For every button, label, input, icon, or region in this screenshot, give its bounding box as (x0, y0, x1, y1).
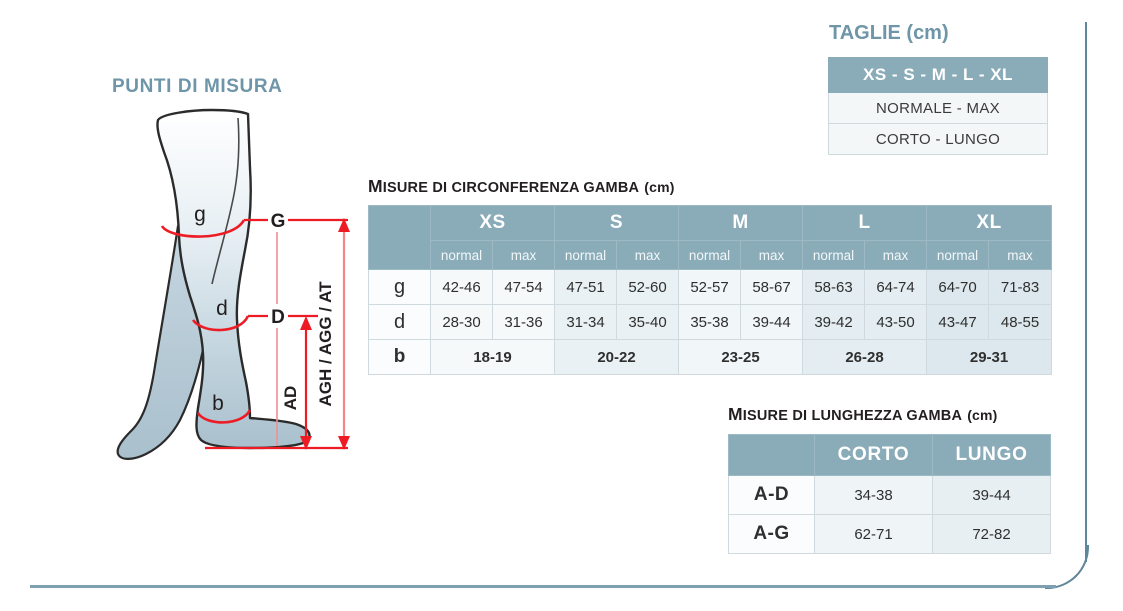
label-D: D (271, 307, 285, 328)
lunghezza-heading-unit: (cm) (967, 407, 998, 423)
circ-size-s: S (554, 205, 680, 241)
dimension-lines (205, 218, 348, 450)
label-AD: AD (281, 386, 300, 411)
taglie-title: TAGLIE (cm) (829, 22, 949, 44)
circonferenza-table: XS S M L XL normal max normal max normal… (368, 205, 1053, 375)
punti-di-misura-title: PUNTI DI MISURA (112, 76, 283, 97)
circ-size-l: L (802, 205, 928, 241)
circ-g-l-max: 64-74 (864, 269, 928, 305)
lung-row-label-ag: A-G (728, 514, 815, 554)
lunghezza-heading-cap: M (728, 404, 743, 424)
circ-d-xs-normal: 28-30 (430, 304, 493, 340)
circ-g-xl-max: 71-83 (988, 269, 1053, 305)
circ-g-xl-normal: 64-70 (926, 269, 990, 305)
circ-subheader-row: normal max normal max normal max normal … (369, 240, 1053, 270)
circ-d-xl-max: 48-55 (988, 304, 1053, 340)
lung-col-lungo: LUNGO (932, 434, 1051, 476)
circ-d-s-normal: 31-34 (554, 304, 618, 340)
circ-corner-cell (368, 205, 431, 270)
circ-sub-xl-max: max (988, 240, 1053, 270)
circ-sub-l-normal: normal (802, 240, 866, 270)
label-d: d (216, 297, 228, 320)
circ-sub-xs-normal: normal (430, 240, 493, 270)
circumference-d (191, 315, 250, 332)
circ-size-xl: XL (926, 205, 1053, 241)
circ-g-xs-normal: 42-46 (430, 269, 493, 305)
table-row: A-G 62-71 72-82 (728, 514, 1051, 554)
table-row: d 28-30 31-36 31-34 35-40 35-38 39-44 39… (368, 304, 1053, 340)
table-row: b 18-19 20-22 23-25 26-28 29-31 (368, 339, 1053, 375)
label-G: G (271, 211, 286, 232)
lung-row-label-ad: A-D (728, 475, 815, 515)
circ-sub-xl-normal: normal (926, 240, 990, 270)
circ-sub-m-max: max (740, 240, 804, 270)
lung-ad-lungo: 39-44 (932, 475, 1051, 515)
circonferenza-heading-unit: (cm) (644, 179, 675, 195)
decorative-bottom-rule (30, 585, 1056, 588)
circ-sub-m-normal: normal (678, 240, 742, 270)
circ-g-xs-max: 47-54 (491, 269, 556, 305)
lunghezza-heading: MISURE DI LUNGHEZZA GAMBA (cm) (728, 404, 998, 425)
circ-sub-s-normal: normal (554, 240, 618, 270)
decorative-corner-rule (1045, 545, 1089, 589)
circ-b-xl: 29-31 (926, 339, 1053, 375)
taglie-table: XS - S - M - L - XL NORMALE - MAX CORTO … (828, 57, 1048, 155)
lunghezza-heading-text: ISURE DI LUNGHEZZA GAMBA (742, 408, 963, 424)
circ-row-label-d: d (368, 304, 431, 340)
circ-sub-xs-max: max (491, 240, 556, 270)
label-g: g (194, 203, 206, 226)
circ-g-s-normal: 47-51 (554, 269, 618, 305)
circ-size-xs: XS (429, 205, 556, 241)
lung-ag-lungo: 72-82 (932, 514, 1051, 554)
circ-row-label-b: b (368, 339, 431, 375)
taglie-header-row: XS - S - M - L - XL (828, 57, 1048, 93)
table-row: g 42-46 47-54 47-51 52-60 52-57 58-67 58… (368, 269, 1053, 305)
taglie-normale-max-cell: NORMALE - MAX (828, 92, 1048, 124)
dimension-AGH (338, 218, 350, 450)
circ-d-m-normal: 35-38 (678, 304, 742, 340)
circonferenza-heading-cap: M (368, 176, 383, 196)
circumference-b (196, 409, 252, 424)
circumference-g (160, 219, 246, 238)
taglie-row-normale: NORMALE - MAX (828, 92, 1048, 124)
leg-measurement-diagram: g d b (100, 108, 350, 488)
circ-d-m-max: 39-44 (740, 304, 804, 340)
circ-b-xs: 18-19 (429, 339, 556, 375)
lung-header-row: CORTO LUNGO (728, 434, 1051, 476)
dimension-AD (300, 316, 312, 450)
circ-b-l: 26-28 (802, 339, 928, 375)
circ-row-label-g: g (368, 269, 431, 305)
decorative-right-rule (1085, 22, 1087, 562)
taglie-corto-lungo-cell: CORTO - LUNGO (828, 123, 1048, 155)
circ-d-l-max: 43-50 (864, 304, 928, 340)
circ-d-xs-max: 31-36 (491, 304, 556, 340)
circ-d-l-normal: 39-42 (802, 304, 866, 340)
lung-ag-corto: 62-71 (814, 514, 933, 554)
label-b: b (212, 392, 224, 415)
circonferenza-heading-text: ISURE DI CIRCONFERENZA GAMBA (382, 180, 640, 196)
table-row: A-D 34-38 39-44 (728, 475, 1051, 515)
lung-ad-corto: 34-38 (814, 475, 933, 515)
circ-g-m-normal: 52-57 (678, 269, 742, 305)
circ-b-s: 20-22 (554, 339, 680, 375)
circ-g-s-max: 52-60 (616, 269, 680, 305)
circ-size-m: M (678, 205, 804, 241)
taglie-row-corto: CORTO - LUNGO (828, 123, 1048, 155)
circumference-markers (160, 219, 252, 424)
circ-b-m: 23-25 (678, 339, 804, 375)
circ-d-xl-normal: 43-47 (926, 304, 990, 340)
lung-col-corto: CORTO (814, 434, 933, 476)
circ-d-s-max: 35-40 (616, 304, 680, 340)
taglie-sizes-cell: XS - S - M - L - XL (828, 57, 1048, 93)
circonferenza-heading: MISURE DI CIRCONFERENZA GAMBA (cm) (368, 176, 675, 197)
lung-corner-cell (728, 434, 815, 476)
circ-g-l-normal: 58-63 (802, 269, 866, 305)
circ-sub-l-max: max (864, 240, 928, 270)
label-AGH-AGG-AT: AGH / AGG / AT (316, 281, 335, 407)
lunghezza-table: CORTO LUNGO A-D 34-38 39-44 A-G 62-71 72… (728, 434, 1051, 554)
circ-size-header-row: XS S M L XL (368, 205, 1053, 270)
circ-sub-s-max: max (616, 240, 680, 270)
circ-g-m-max: 58-67 (740, 269, 804, 305)
